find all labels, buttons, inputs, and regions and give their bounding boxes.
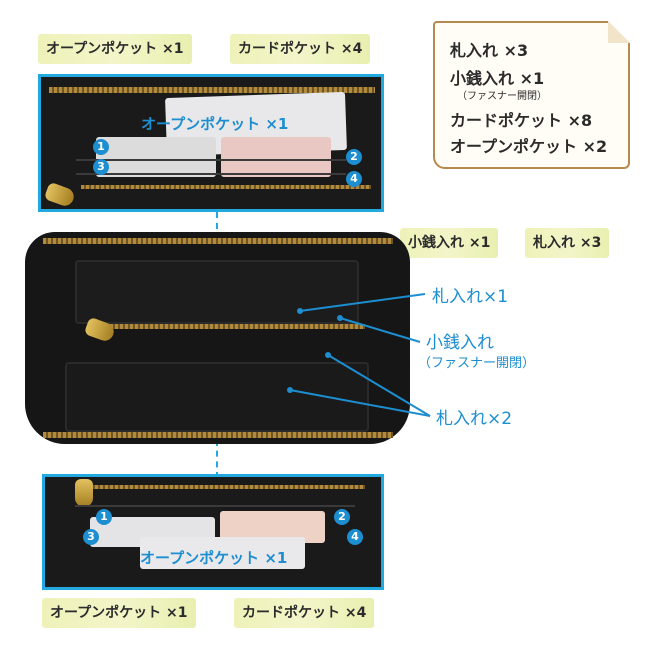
main-coin-zipper <box>95 324 365 329</box>
top-inner-zipper <box>81 185 371 189</box>
top-num-3: 3 <box>93 159 109 175</box>
main-zipper-outer <box>43 238 393 244</box>
tag-top-open-pocket: オープンポケット ×1 <box>38 34 192 64</box>
top-num-4: 4 <box>346 171 362 187</box>
tag-bottom-card-pocket: カードポケット ×4 <box>234 598 375 628</box>
note-line-coin-sub: （ファスナー開閉） <box>457 91 547 102</box>
top-zipper <box>49 87 375 93</box>
bottom-open-pocket-paper <box>140 537 305 569</box>
note-fold-corner <box>608 21 630 43</box>
top-num-1: 1 <box>93 139 109 155</box>
bottom-detail-frame: オープンポケット ×1 1 2 3 4 <box>42 474 384 590</box>
tag-top-card-pocket: カードポケット ×4 <box>230 34 371 64</box>
note-line-card: カードポケット ×8 <box>450 111 593 130</box>
note-line-open: オープンポケット ×2 <box>450 137 608 156</box>
bottom-num-4: 4 <box>347 529 363 545</box>
callout-coin: 小銭入れ <box>426 333 494 353</box>
bottom-connector-line <box>216 440 218 478</box>
top-card-left <box>96 137 216 177</box>
bottom-zipper-pull <box>75 479 93 507</box>
bottom-num-3: 3 <box>83 529 99 545</box>
top-detail-frame: オープンポケット ×1 1 2 3 4 <box>38 74 384 212</box>
top-pocket-edge-2 <box>76 173 346 175</box>
bottom-open-pocket-label: オープンポケット ×1 <box>140 549 288 567</box>
top-open-pocket-label: オープンポケット ×1 <box>141 115 289 133</box>
top-card-right <box>221 137 331 177</box>
note-line-coin: 小銭入れ ×1 <box>450 69 545 88</box>
bottom-pocket-edge-1 <box>75 505 355 507</box>
main-zipper-lower <box>43 432 393 438</box>
tag-middle-coin: 小銭入れ ×1 <box>400 228 499 258</box>
callout-bill1: 札入れ×1 <box>432 287 509 307</box>
main-bill-compartment-1 <box>75 260 359 324</box>
top-pocket-edge-1 <box>76 159 346 161</box>
note-line-bill: 札入れ ×3 <box>450 41 529 60</box>
top-num-2: 2 <box>346 149 362 165</box>
tag-middle-bill: 札入れ ×3 <box>525 228 610 258</box>
callout-coin-sub: （ファスナー開閉） <box>418 356 536 371</box>
bottom-num-1: 1 <box>96 509 112 525</box>
main-wallet-photo <box>25 232 410 444</box>
callout-bill2: 札入れ×2 <box>436 409 513 429</box>
feature-note-card: 札入れ ×3 小銭入れ ×1 （ファスナー開閉） カードポケット ×8 オープン… <box>433 21 630 169</box>
tag-bottom-open-pocket: オープンポケット ×1 <box>42 598 196 628</box>
bottom-inner-zipper <box>85 485 365 489</box>
main-bill-compartment-2 <box>65 362 369 432</box>
bottom-num-2: 2 <box>334 509 350 525</box>
